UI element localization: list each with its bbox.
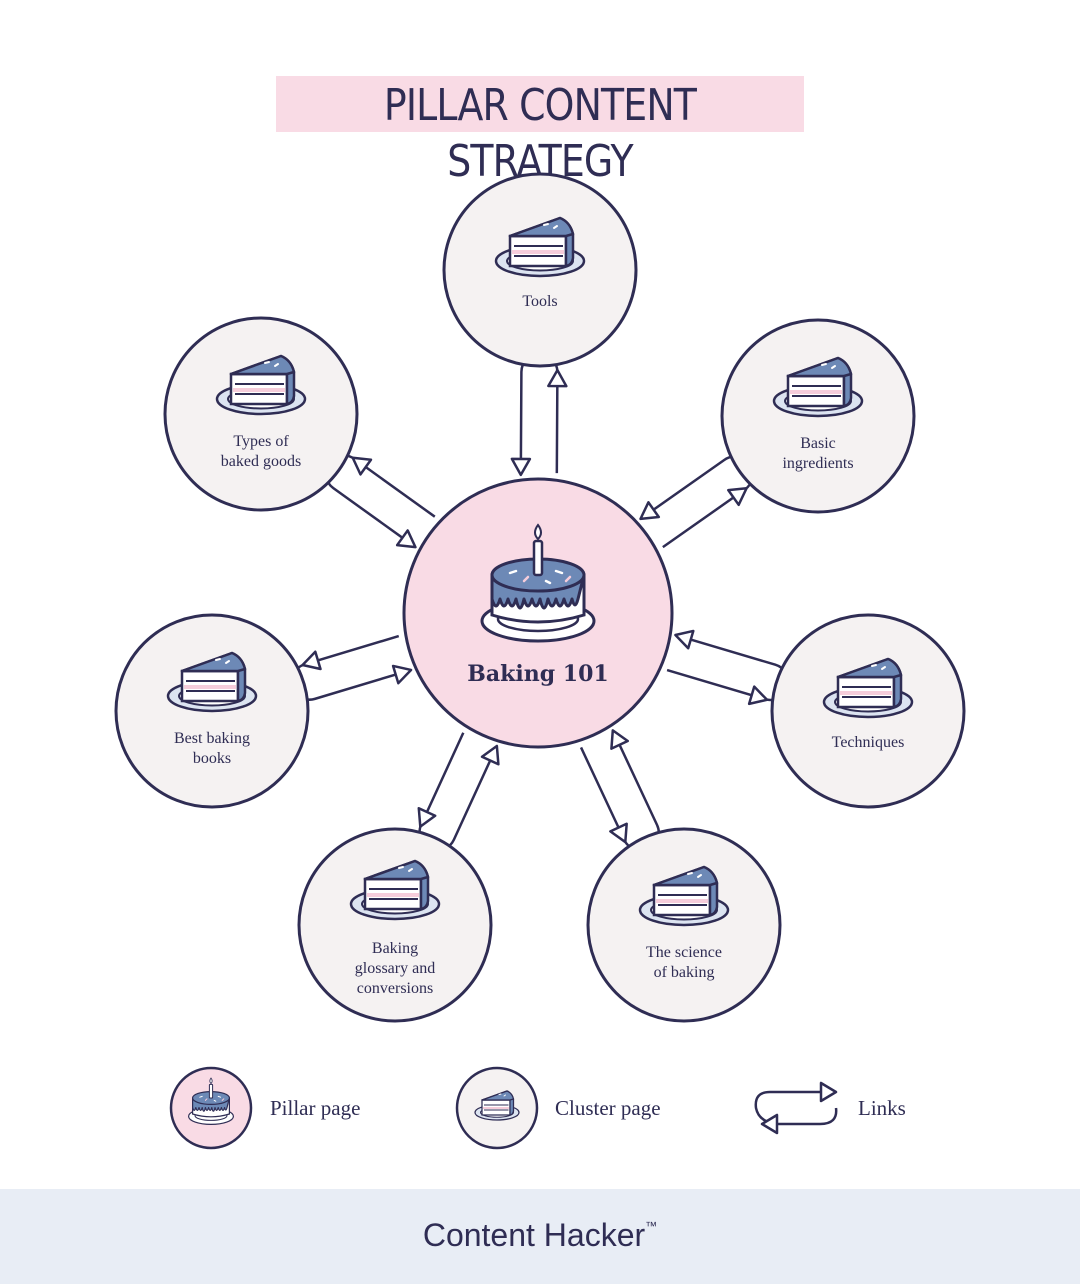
arrowhead-out bbox=[747, 685, 769, 706]
cluster-node-best-baking-books: Best baking books bbox=[114, 613, 310, 809]
arrowhead-out bbox=[417, 807, 437, 828]
legend-links-label: Links bbox=[858, 1096, 906, 1120]
legend-pillar-label: Pillar page bbox=[270, 1096, 360, 1120]
arrowhead-right bbox=[819, 1081, 838, 1103]
arrowhead-in bbox=[610, 729, 629, 750]
legend-cluster: Cluster page bbox=[455, 1066, 661, 1150]
arrowhead-left bbox=[760, 1113, 779, 1135]
arrowhead-out bbox=[351, 456, 373, 476]
arrowhead-out bbox=[727, 487, 748, 507]
title-highlight: PILLAR CONTENT STRATEGY bbox=[276, 76, 804, 187]
arrowhead-out bbox=[301, 650, 322, 671]
cluster-label: baked goods bbox=[221, 453, 301, 470]
trademark-mark: ™ bbox=[645, 1219, 658, 1233]
cluster-label: The science bbox=[646, 944, 722, 961]
cluster-label: Tools bbox=[522, 293, 557, 310]
arrowhead-out bbox=[609, 822, 628, 844]
link-arrow-pair bbox=[666, 629, 790, 706]
legend: Pillar page Cluster page Links bbox=[169, 1066, 906, 1150]
link-arrow-pair bbox=[417, 732, 500, 852]
link-arrow-pair bbox=[324, 454, 436, 549]
cluster-node-science-of-baking: The science of baking bbox=[586, 827, 782, 1023]
legend-link-line bbox=[754, 1090, 838, 1126]
cluster-node-basic-ingredients: Basic ingredients bbox=[720, 318, 916, 514]
link-arrow-pair bbox=[579, 729, 660, 852]
link-line bbox=[519, 352, 559, 474]
cluster-label: glossary and bbox=[355, 960, 435, 977]
cluster-label: Basic bbox=[800, 435, 836, 452]
page-title: PILLAR CONTENT STRATEGY bbox=[383, 80, 697, 187]
legend-pillar: Pillar page bbox=[169, 1066, 360, 1150]
cluster-label: Baking bbox=[372, 940, 418, 957]
link-line bbox=[324, 454, 436, 547]
cluster-label: Techniques bbox=[832, 734, 905, 751]
arrowhead-in bbox=[480, 744, 500, 766]
cluster-label: ingredients bbox=[782, 455, 853, 472]
arrowhead-in bbox=[391, 664, 413, 685]
cluster-label: Types of bbox=[233, 433, 289, 450]
link-arrow-pair bbox=[290, 634, 413, 701]
arrowhead-in bbox=[674, 629, 695, 650]
arrowhead-in bbox=[639, 501, 661, 521]
brand-name: Content Hacker bbox=[422, 1217, 646, 1253]
brand-logo: Content Hacker™ bbox=[0, 1217, 1080, 1254]
footer-bar: Content Hacker™ bbox=[0, 1189, 1080, 1284]
cluster-label: conversions bbox=[357, 980, 433, 997]
link-arrow-pair bbox=[510, 352, 568, 477]
cluster-node-types-of-baked-goods: Types of baked goods bbox=[163, 316, 359, 512]
arrowhead-in bbox=[510, 457, 532, 477]
pillar-label: Baking 101 bbox=[467, 661, 608, 687]
cluster-circle bbox=[297, 827, 493, 1023]
cluster-label: books bbox=[193, 750, 231, 767]
cluster-node-tools: Tools bbox=[442, 172, 638, 368]
cluster-node-glossary: Baking glossary and conversions bbox=[297, 827, 493, 1023]
pillar-node: Baking 101 bbox=[402, 477, 674, 749]
cluster-label: of baking bbox=[654, 964, 715, 981]
link-line bbox=[290, 634, 410, 701]
cluster-label: Best baking bbox=[174, 730, 250, 747]
cluster-node-techniques: Techniques bbox=[770, 613, 966, 809]
link-line bbox=[418, 732, 498, 852]
link-arrow-pair bbox=[639, 455, 754, 549]
legend-cluster-label: Cluster page bbox=[555, 1096, 661, 1120]
legend-links: Links bbox=[754, 1081, 906, 1135]
arrowhead-in bbox=[395, 529, 417, 549]
arrowhead-out bbox=[547, 368, 568, 388]
